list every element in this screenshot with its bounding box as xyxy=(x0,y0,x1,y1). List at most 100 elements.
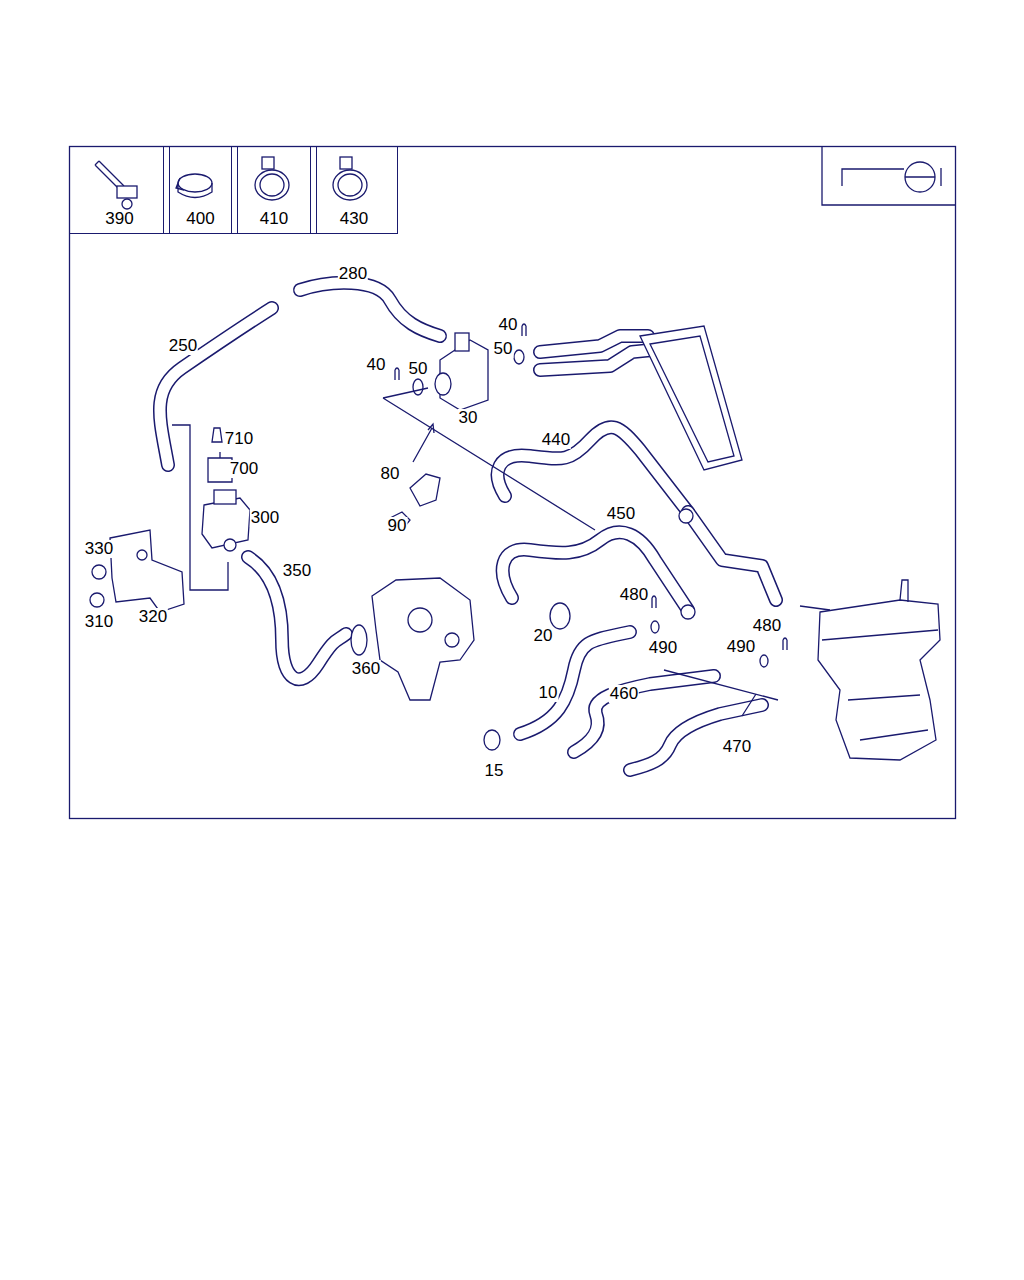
part-cell: 390 xyxy=(69,146,170,234)
illustration-stroke xyxy=(550,603,570,629)
illustration-stroke xyxy=(255,170,289,200)
callout-number: 30 xyxy=(458,409,479,427)
illustration-stroke xyxy=(503,532,688,610)
illustration-stroke xyxy=(905,168,941,186)
illustration-stroke xyxy=(408,608,432,632)
illustration-stroke xyxy=(435,373,451,395)
illustration-stroke xyxy=(681,605,695,619)
hoses xyxy=(160,283,776,770)
illustration-stroke xyxy=(160,308,272,465)
illustration-stroke xyxy=(248,557,346,679)
illustration-stroke xyxy=(540,350,652,370)
callout-number: 50 xyxy=(493,340,514,358)
illustration-stroke xyxy=(410,474,440,506)
callout-number: 450 xyxy=(606,505,636,523)
illustration-stroke xyxy=(172,425,228,590)
callout-number: 90 xyxy=(387,517,408,535)
callout-number: 430 xyxy=(311,209,397,229)
illustration-stroke xyxy=(300,283,440,336)
illustration-stroke xyxy=(137,550,147,560)
illustration-stroke xyxy=(92,565,106,579)
illustration-stroke xyxy=(650,336,734,462)
callout-number: 300 xyxy=(250,509,280,527)
illustration-stroke xyxy=(219,452,220,458)
illustration-stroke xyxy=(688,512,776,600)
illustration-stroke xyxy=(224,539,236,551)
callout-number: 350 xyxy=(282,562,312,580)
callout-number: 10 xyxy=(538,684,559,702)
illustration-stroke xyxy=(522,324,526,336)
part-cell: 400 xyxy=(163,146,238,234)
callout-number: 50 xyxy=(408,360,429,378)
callout-number: 20 xyxy=(533,627,554,645)
illustration-stroke xyxy=(338,174,362,196)
callout-number: 480 xyxy=(619,586,649,604)
illustration-stroke xyxy=(664,670,778,716)
callout-number: 470 xyxy=(722,738,752,756)
illustration-stroke xyxy=(503,532,688,610)
illustration-stroke xyxy=(679,509,693,523)
callout-number: 480 xyxy=(752,617,782,635)
illustration-stroke xyxy=(574,676,714,752)
illustration-stroke xyxy=(455,333,469,351)
illustration-stroke xyxy=(498,427,688,512)
callout-number: 330 xyxy=(84,540,114,558)
callout-number: 440 xyxy=(541,431,571,449)
illustration-stroke xyxy=(514,350,524,364)
illustration-stroke xyxy=(445,633,459,647)
illustration-stroke xyxy=(300,283,440,336)
illustration-stroke xyxy=(212,428,222,442)
illustration-stroke xyxy=(822,146,955,205)
illustration-stroke xyxy=(383,388,595,530)
illustration-stroke xyxy=(498,427,688,512)
illustration-stroke xyxy=(688,512,776,600)
illustration-stroke xyxy=(248,557,346,679)
illustration-stroke xyxy=(122,199,132,209)
callout-number: 310 xyxy=(84,613,114,631)
illustration-stroke xyxy=(340,157,352,169)
illustration-stroke xyxy=(395,368,399,380)
illustration-stroke xyxy=(822,630,938,740)
illustration-stroke xyxy=(413,379,423,395)
illustration-stroke xyxy=(214,490,236,504)
illustration-stroke xyxy=(176,178,212,198)
illustration-stroke xyxy=(520,632,630,734)
illustration-stroke xyxy=(262,157,274,169)
illustration-stroke xyxy=(90,593,104,607)
callout-number: 40 xyxy=(366,356,387,374)
illustration-stroke xyxy=(70,147,956,819)
illustration-stroke xyxy=(800,580,908,610)
illustration-stroke xyxy=(818,600,940,760)
illustration-stroke xyxy=(540,350,652,370)
callout-number: 250 xyxy=(168,337,198,355)
callout-number: 460 xyxy=(609,685,639,703)
part-cell: 430 xyxy=(310,146,398,234)
callout-number: 80 xyxy=(380,465,401,483)
illustration-stroke xyxy=(160,308,272,465)
illustration-stroke xyxy=(117,186,137,198)
callout-number: 320 xyxy=(138,608,168,626)
illustration-stroke xyxy=(760,655,768,667)
illustration-stroke xyxy=(110,530,184,612)
callout-number: 15 xyxy=(484,762,505,780)
illustration-stroke xyxy=(574,676,714,752)
illustration-stroke xyxy=(351,625,367,655)
callout-number: 360 xyxy=(351,660,381,678)
illustration-stroke xyxy=(333,170,367,200)
callout-number: 700 xyxy=(229,460,259,478)
illustration-stroke xyxy=(372,578,474,700)
callout-number: 490 xyxy=(648,639,678,657)
callout-number: 280 xyxy=(338,265,368,283)
illustration-stroke xyxy=(484,730,500,750)
illustration-stroke xyxy=(520,632,630,734)
illustration-stroke xyxy=(842,169,904,186)
part-cell: 410 xyxy=(231,146,317,234)
illustration-stroke xyxy=(783,638,787,650)
callout-number: 390 xyxy=(70,209,169,229)
illustration-stroke xyxy=(260,174,284,196)
illustration-stroke xyxy=(651,621,659,633)
callout-number: 410 xyxy=(232,209,316,229)
illustration-stroke xyxy=(413,424,434,462)
